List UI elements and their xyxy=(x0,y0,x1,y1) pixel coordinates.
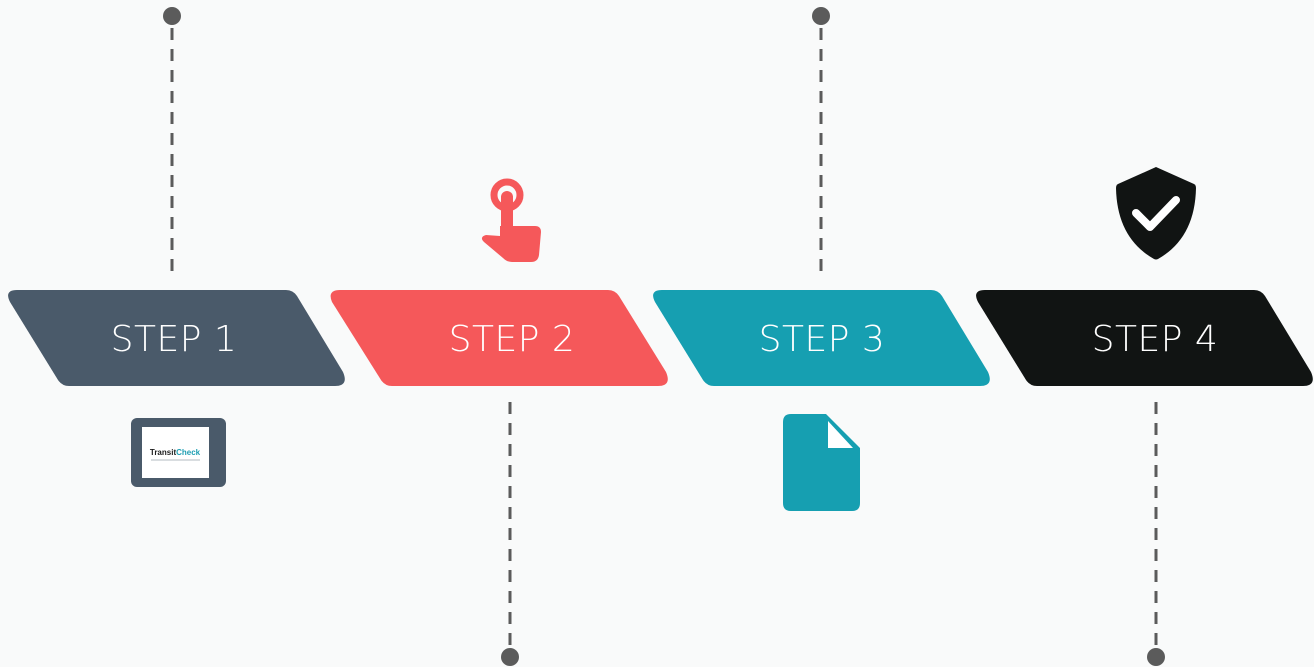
step-4-label: STEP 4 xyxy=(1092,319,1219,360)
logo-wordmark: TransitCheck xyxy=(150,448,201,457)
step-1-banner: STEP 1 xyxy=(8,290,345,386)
logo-brand-part-2: Check xyxy=(176,448,201,457)
connector-step-4 xyxy=(1147,402,1165,666)
document-fold xyxy=(828,421,853,448)
check-mark xyxy=(1132,196,1180,231)
logo-brand-part-1: Transit xyxy=(150,448,177,457)
step-3-label: STEP 3 xyxy=(759,319,886,360)
shield-check-icon xyxy=(1116,167,1196,260)
step-3-banner: STEP 3 xyxy=(653,290,990,386)
hand-palm xyxy=(481,226,541,262)
connector-step-2 xyxy=(501,402,519,666)
step-4-banner: STEP 4 xyxy=(976,290,1313,386)
step-2-banner: STEP 2 xyxy=(330,290,668,386)
step-1-shape xyxy=(8,290,345,386)
document-body xyxy=(783,414,860,511)
step-4-shape xyxy=(976,290,1313,386)
document-icon xyxy=(783,414,860,511)
connector-step-3 xyxy=(812,7,830,272)
step-3-shape xyxy=(653,290,990,386)
shield-body xyxy=(1116,167,1196,260)
connector-dot xyxy=(1147,648,1165,666)
connector-step-1 xyxy=(163,7,181,272)
connector-dot xyxy=(501,648,519,666)
step-2-shape xyxy=(330,290,668,386)
connector-dot xyxy=(163,7,181,25)
hand-finger xyxy=(501,191,513,235)
logo-card xyxy=(142,427,209,478)
transitcheck-logo-icon: TransitCheck xyxy=(131,418,226,487)
connector-dot xyxy=(812,7,830,25)
step-2-label: STEP 2 xyxy=(449,319,576,360)
pointer-hand-icon xyxy=(481,178,541,262)
step-1-label: STEP 1 xyxy=(111,319,238,360)
